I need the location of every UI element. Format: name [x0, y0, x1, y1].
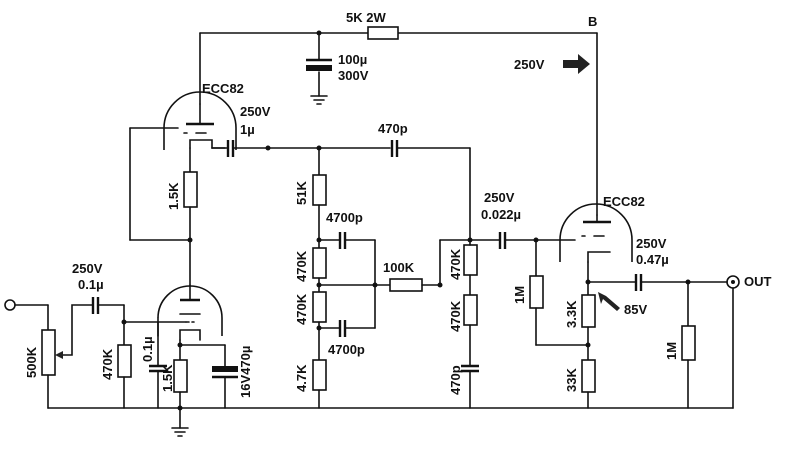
capacitor-0-1u-cathode	[149, 364, 167, 409]
resistor-51k	[312, 174, 327, 206]
resistor-5k-2w	[367, 26, 399, 40]
capacitor-1u	[211, 140, 391, 157]
resistor-470k-right-top	[463, 244, 478, 276]
tube-upper-triode	[129, 91, 237, 241]
label-100u: 100µ	[338, 52, 367, 67]
resistor-1-5k-cathode2	[173, 359, 188, 393]
label-1u: 1µ	[240, 122, 255, 137]
capacitor-0-1u-input	[91, 297, 125, 346]
capacitor-470p-bottom	[461, 364, 479, 409]
resistor-470k-right-bottom	[463, 294, 478, 326]
capacitor-4700p-bottom	[318, 284, 376, 337]
supply-wiring	[199, 32, 598, 216]
output-jack	[726, 275, 740, 409]
label-470k-right-top: 470K	[448, 248, 463, 280]
label-250v-output: 250V	[636, 236, 667, 251]
label-1-5k-cathode1: 1.5K	[166, 182, 181, 210]
resistor-470k-grid	[117, 344, 132, 378]
label-1m-grid: 1M	[512, 286, 527, 304]
ground-symbol-bottom	[171, 407, 189, 437]
resistor-4-7k	[312, 359, 327, 391]
label-470k-b: 470K	[294, 293, 309, 325]
label-250v-supply: 250V	[514, 57, 545, 72]
label-470k-grid: 470K	[100, 348, 115, 380]
label-ecc82-right: ECC82	[603, 194, 645, 209]
label-16v-470u: 16V470µ	[238, 346, 253, 398]
label-out: OUT	[744, 274, 772, 289]
label-33k: 33K	[564, 368, 579, 392]
capacitor-100u	[306, 58, 332, 71]
label-5k-2w: 5K 2W	[346, 10, 386, 25]
label-1m-output: 1M	[664, 342, 679, 360]
label-250v-coupling: 250V	[484, 190, 515, 205]
label-0-47u: 0.47µ	[636, 252, 669, 267]
ground-symbol-top	[310, 95, 328, 105]
label-250v-1u-voltage: 250V	[240, 104, 271, 119]
capacitor-16v-470u	[212, 366, 238, 409]
label-500k: 500K	[24, 346, 39, 378]
label-4700p-bottom: 4700p	[328, 342, 365, 357]
input-jack	[4, 299, 16, 311]
resistor-3-3k	[581, 294, 596, 328]
label-1-5k-cathode2: 1.5K	[160, 364, 175, 392]
label-85v: 85V	[624, 302, 647, 317]
arrow-250v	[563, 54, 590, 74]
capacitor-4700p-top	[318, 232, 376, 286]
label-ecc82-top: ECC82	[202, 81, 244, 96]
resistor-1m-grid	[529, 275, 544, 309]
label-3-3k: 3.3K	[564, 300, 579, 328]
label-0-1u-input: 0.1µ	[78, 277, 104, 292]
label-300v: 300V	[338, 68, 369, 83]
resistor-33k	[581, 359, 596, 393]
label-b-node: B	[588, 14, 597, 29]
label-4700p-top: 4700p	[326, 210, 363, 225]
label-100k: 100K	[383, 260, 415, 275]
resistor-1-5k-cathode1	[183, 171, 198, 208]
capacitor-470p-top	[390, 140, 471, 241]
label-250v-input: 250V	[72, 261, 103, 276]
label-51k: 51K	[294, 181, 309, 205]
potentiometer-500k	[41, 329, 56, 376]
tube-right-triode	[559, 203, 633, 263]
tube-lower-triode	[157, 284, 223, 341]
capacitor-0-47u	[587, 274, 728, 291]
resistor-1m-output	[681, 325, 696, 361]
label-470p-bottom: 470p	[448, 365, 463, 395]
label-470k-a: 470K	[294, 250, 309, 282]
resistor-470k-a	[312, 247, 327, 279]
resistor-470k-b	[312, 291, 327, 323]
label-0-1u-cathode: 0.1µ	[140, 336, 155, 362]
label-470k-right-bottom: 470K	[448, 300, 463, 332]
resistor-100k	[389, 278, 423, 292]
arrow-85v	[598, 292, 620, 311]
capacitor-0-022u	[498, 232, 576, 249]
label-470p-top: 470p	[378, 121, 408, 136]
label-0-022u: 0.022µ	[481, 207, 521, 222]
label-4-7k: 4.7K	[294, 364, 309, 392]
